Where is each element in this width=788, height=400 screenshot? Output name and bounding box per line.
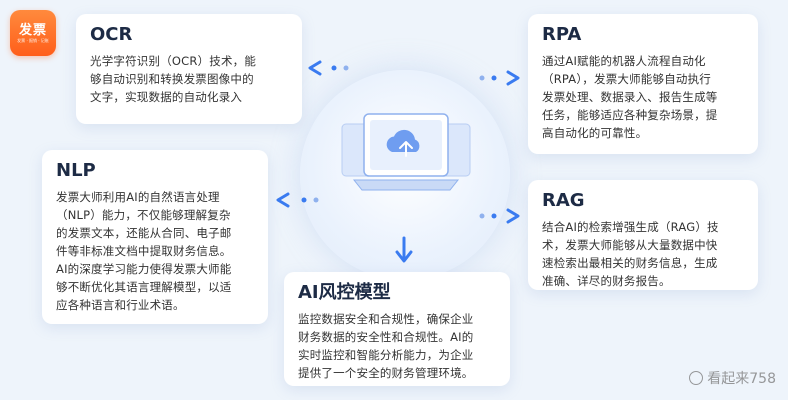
arrow-right-rag-icon [479,208,520,224]
watermark-icon [689,371,704,385]
nlp-line: 件等非标准文档中提取财务信息。 [56,244,232,258]
ai-risk-description: 监控数据安全和合规性，确保企业 财务数据的安全性和合规性。AI的 实时监控和智能… [298,310,496,382]
ai-risk-line: 监控数据安全和合规性，确保企业 [298,312,474,326]
nlp-line: 发票大师利用AI的自然语言处理 [56,190,220,204]
ocr-line: 光学字符识别（OCR）技术，能 [90,54,257,68]
ocr-title: OCR [90,24,133,45]
ocr-description: 光学字符识别（OCR）技术，能 够自动识别和转换发票图像中的 文字，实现数据的自… [90,52,288,106]
rpa-title: RPA [542,24,582,45]
rag-line: 速检索出最相关的财务信息，生成 [542,256,718,270]
nlp-line: 的发票文本，还能从合同、电子邮 [56,226,232,240]
ai-risk-title: AI风控模型 [298,282,391,303]
arrow-right-rpa-icon [479,70,520,86]
rag-line: 准确、详尽的财务报告。 [542,274,671,288]
rpa-description: 通过AI赋能的机器人流程自动化 （RPA），发票大师能够自动执行 发票处理、数据… [542,52,744,142]
nlp-description: 发票大师利用AI的自然语言处理 （NLP）能力，不仅能够理解复杂 的发票文本，还… [56,188,254,314]
ocr-line: 够自动识别和转换发票图像中的 [90,72,254,86]
watermark-text: 看起来758 [707,371,776,387]
rag-line: 术，发票大师能够从大量数据中快 [542,238,718,252]
ocr-line: 文字，实现数据的自动化录入 [90,90,243,104]
logo-subtext: 发票 · 报销 · 记账 [17,38,49,43]
ai-risk-line: 提供了一个安全的财务管理环境。 [298,366,474,380]
rag-description: 结合AI的检索增强生成（RAG）技 术，发票大师能够从大量数据中快 速检索出最相… [542,218,744,290]
rpa-line: 高自动化的可靠性。 [542,126,648,140]
rpa-line: 通过AI赋能的机器人流程自动化 [542,54,706,68]
ai-risk-card: AI风控模型 监控数据安全和合规性，确保企业 财务数据的安全性和合规性。AI的 … [284,272,510,386]
rpa-line: 任务，能够适应各种复杂场景，提 [542,108,718,122]
rag-line: 结合AI的检索增强生成（RAG）技 [542,220,719,234]
nlp-line: （NLP）能力，不仅能够理解复杂 [56,208,231,222]
nlp-line: AI的深度学习能力使得发票大师能 [56,262,232,276]
ocr-card: OCR 光学字符识别（OCR）技术，能 够自动识别和转换发票图像中的 文字，实现… [76,14,302,124]
laptop-cloud-upload-icon [341,113,471,191]
nlp-card: NLP 发票大师利用AI的自然语言处理 （NLP）能力，不仅能够理解复杂 的发票… [42,150,268,324]
arrow-down-ai-icon [395,236,413,263]
rpa-card: RPA 通过AI赋能的机器人流程自动化 （RPA），发票大师能够自动执行 发票处… [528,14,758,154]
ai-risk-line: 实时监控和智能分析能力，为企业 [298,348,474,362]
nlp-title: NLP [56,160,96,181]
rag-title: RAG [542,190,585,211]
ai-risk-line: 财务数据的安全性和合规性。AI的 [298,330,474,344]
rpa-line: （RPA），发票大师能够自动执行 [542,72,712,86]
logo-text: 发票 [18,23,47,38]
rpa-line: 发票处理、数据录入、报告生成等 [542,90,718,104]
watermark: 看起来758 [689,368,776,388]
nlp-line: 够不断优化其语言理解模型，以适 [56,280,232,294]
nlp-line: 应各种语言和行业术语。 [56,298,185,312]
rag-card: RAG 结合AI的检索增强生成（RAG）技 术，发票大师能够从大量数据中快 速检… [528,180,758,290]
arrow-left-ocr-icon [308,60,349,76]
arrow-left-nlp-icon [276,192,319,208]
app-logo: 发票 发票 · 报销 · 记账 [10,10,56,56]
